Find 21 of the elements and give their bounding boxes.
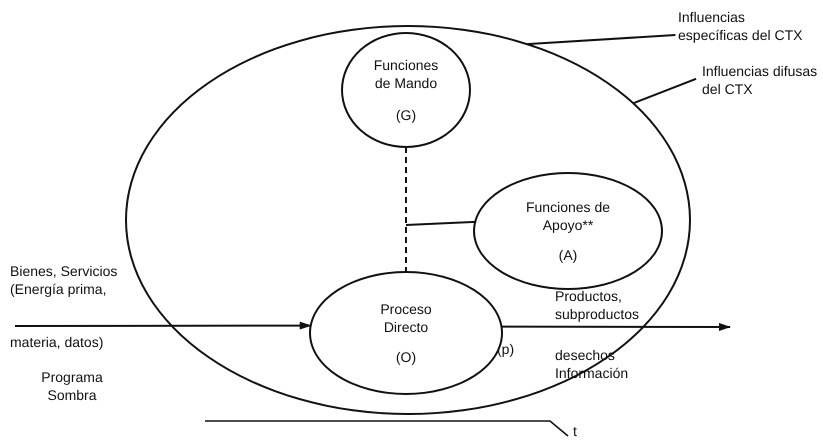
flow-label: materia, datos) <box>10 333 104 352</box>
annotation-text: Influencias específicas del CTX <box>678 8 804 44</box>
flow-label: Productos, subproductos <box>555 287 640 324</box>
connector-line <box>405 147 407 272</box>
annotation-text: Influencias difusas del CTX <box>702 62 818 98</box>
axis-label: t <box>573 422 578 440</box>
leader-line <box>632 78 696 104</box>
node-code: (A) <box>558 246 578 264</box>
flow-label: Programa Sombra <box>40 368 104 404</box>
node-title: Funciones de Mando <box>372 56 440 92</box>
node-code: (G) <box>396 106 416 124</box>
node-title: Proceso Directo <box>379 300 433 336</box>
node-title: Funciones de Apoyo** <box>524 198 612 234</box>
flow-arrow <box>501 322 731 331</box>
leader-line <box>527 34 676 46</box>
process-ellipse <box>341 32 471 148</box>
process-ellipse <box>473 172 663 290</box>
connector-line <box>406 220 476 226</box>
node-code: (O) <box>396 348 416 366</box>
flow-arrow <box>15 322 312 330</box>
flow-label: Bienes, Servicios (Energía prima, <box>10 262 118 298</box>
